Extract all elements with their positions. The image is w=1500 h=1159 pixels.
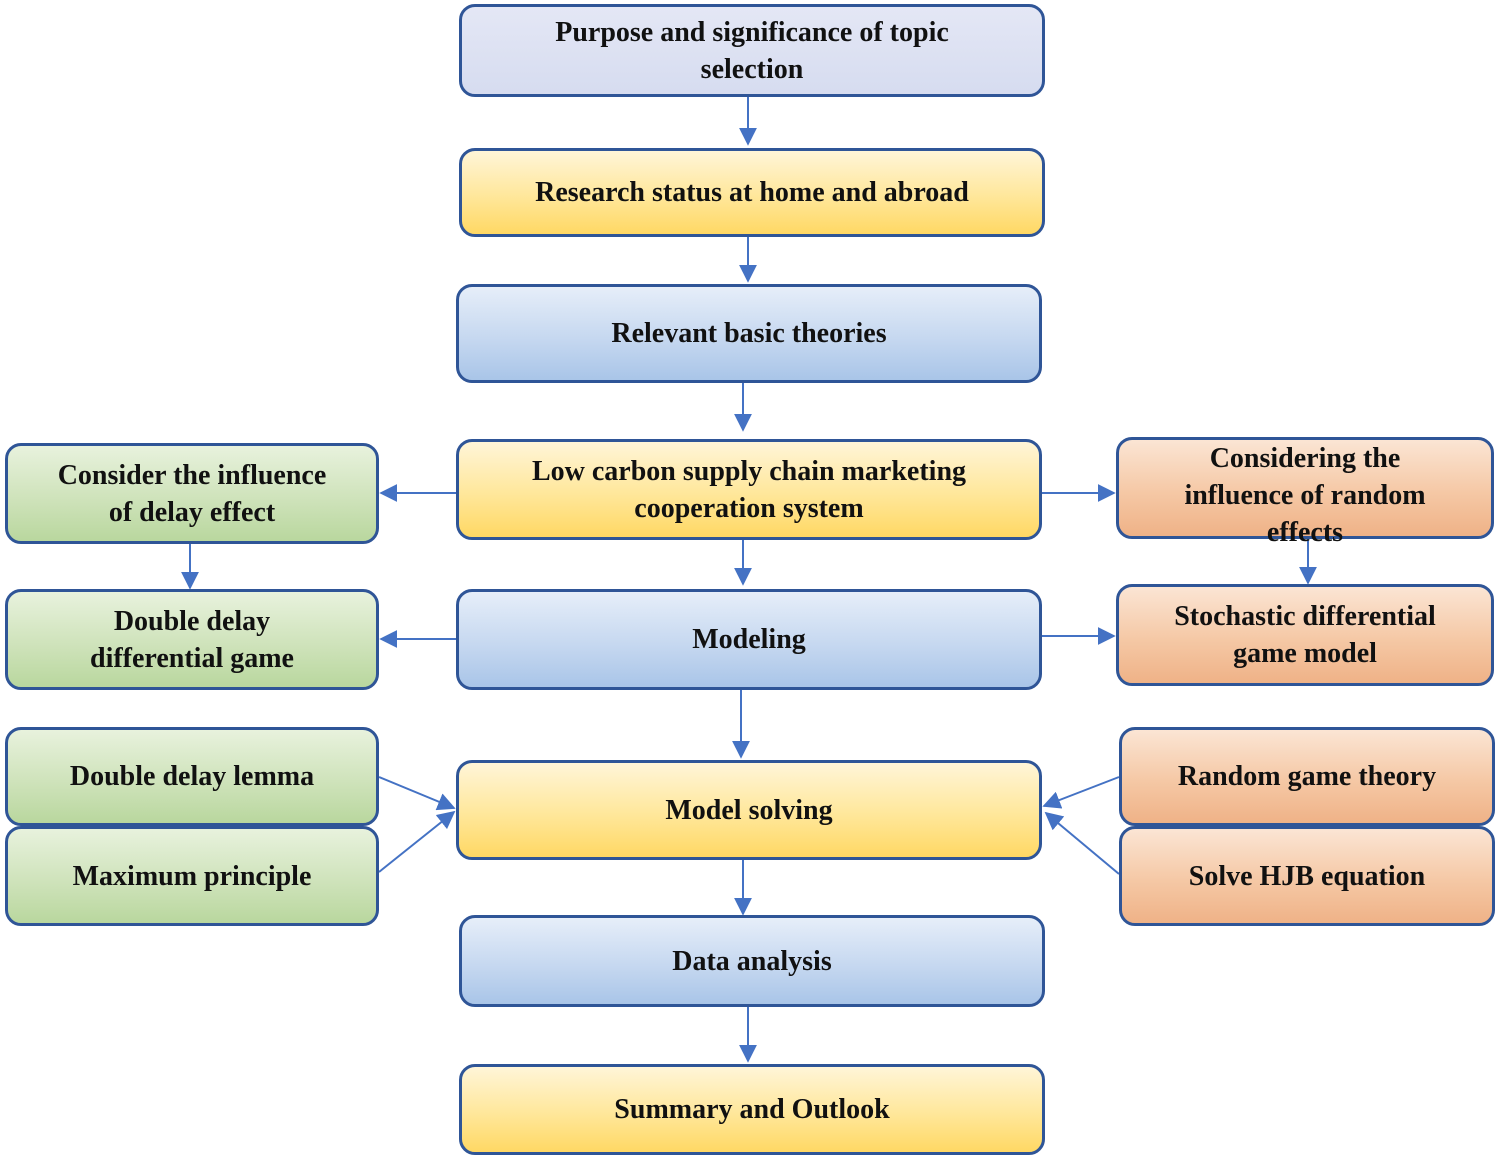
node-maximum-principle: Maximum principle <box>5 826 379 926</box>
arrow-lemma-to-solving <box>378 776 456 811</box>
node-solve-hjb: Solve HJB equation <box>1119 826 1495 926</box>
node-modeling: Modeling <box>456 589 1042 690</box>
arrow-hjb-to-solving <box>1044 811 1120 875</box>
node-low-carbon-system: Low carbon supply chain marketing cooper… <box>456 439 1042 540</box>
node-double-delay-lemma: Double delay lemma <box>5 727 379 826</box>
node-model-solving: Model solving <box>456 760 1042 860</box>
node-summary: Summary and Outlook <box>459 1064 1045 1155</box>
node-random-effects: Considering the influence of random effe… <box>1116 437 1494 548</box>
node-double-delay-game: Double delay differential game <box>5 589 379 690</box>
node-research-status: Research status at home and abroad <box>459 148 1045 237</box>
node-random-game-theory: Random game theory <box>1119 727 1495 826</box>
node-purpose: Purpose and significance of topic select… <box>459 4 1045 97</box>
arrow-maxprinciple-to-solving <box>378 810 456 873</box>
node-basic-theories: Relevant basic theories <box>456 284 1042 383</box>
node-stochastic-model: Stochastic differential game model <box>1116 584 1494 686</box>
arrow-randomgame-to-solving <box>1042 776 1120 809</box>
node-delay-effect: Consider the influence of delay effect <box>5 443 379 544</box>
node-data-analysis: Data analysis <box>459 915 1045 1007</box>
